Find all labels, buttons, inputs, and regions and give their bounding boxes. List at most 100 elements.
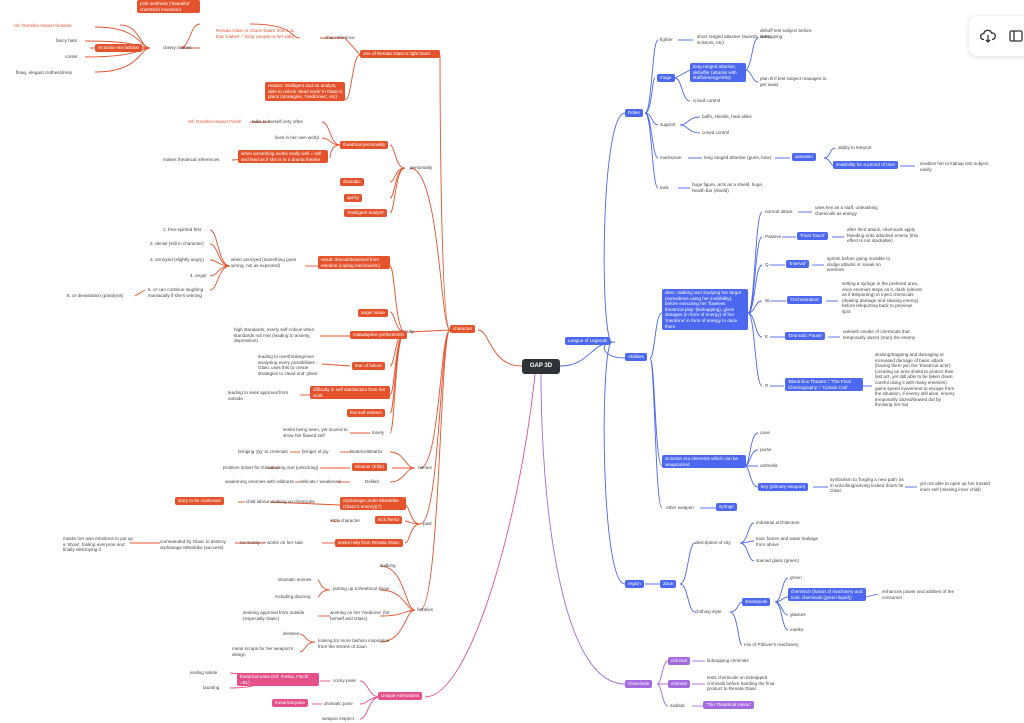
node-marksman-note[interactable]: long ranged attacker (guns, bow)	[704, 155, 772, 160]
node-stage-3[interactable]: 3. annoyed (slightly angry)	[150, 257, 204, 262]
node-pause-note[interactable]: unleash smoke of chemicals that temporar…	[843, 329, 915, 340]
node-passive[interactable]: Passive	[765, 234, 782, 239]
node-cane[interactable]: cane	[760, 430, 770, 435]
node-problem-solver[interactable]: problem solver for Glasc	[223, 465, 273, 470]
node-league-of-legends[interactable]: League of Legends	[565, 337, 611, 345]
node-symbolism[interactable]: symbolism to 'forging a new path' as in …	[830, 477, 904, 494]
node-stage-4[interactable]: 4. anger	[190, 273, 207, 278]
node-key-weapon[interactable]: key (primary weapon)	[758, 483, 809, 491]
node-stage-5a[interactable]: 5. or can continue laughing maniacally i…	[148, 287, 204, 298]
node-intelligent-analyst[interactable]: 'intelligent analyst'	[344, 209, 387, 217]
node-fear-note[interactable]: leading to overthinking/over analysing e…	[258, 354, 318, 376]
node-victorian-fashion[interactable]: victorian era fashion	[95, 44, 143, 52]
node-metal-scraps[interactable]: metal scraps for her weapon's design	[232, 646, 294, 657]
node-theatrical-personality[interactable]: theatrical personality	[340, 141, 389, 149]
node-kidnap-easily[interactable]: enables her to kidnap test subject easil…	[920, 161, 989, 172]
node-w[interactable]: W	[765, 298, 770, 303]
node-q[interactable]: Q	[765, 262, 769, 267]
node-eleanor[interactable]: Eleanor (Ellie)	[352, 463, 387, 471]
node-anger-issue[interactable]: anger issue	[358, 309, 388, 317]
node-flowy-dress[interactable]: flowy, elegant clothes/dress	[16, 70, 73, 75]
node-maladaptive-note[interactable]: high standards, overly self-critical whe…	[234, 327, 315, 344]
node-theatrical-pose[interactable]: theatrical pose	[272, 699, 308, 707]
node-commanded[interactable]: commanded by Glasc to destroy orphanage …	[160, 539, 226, 550]
node-quirky[interactable]: quirky	[344, 194, 363, 202]
node-plan-b[interactable]: plan B if test subject manages to get aw…	[760, 76, 827, 87]
node-past[interactable]: past	[423, 521, 432, 526]
node-theatrical-show[interactable]: putting up a theatrical show	[333, 586, 389, 591]
node-stage-2[interactable]: 2. denial (still in character)	[150, 241, 204, 246]
node-purse[interactable]: purse	[760, 447, 772, 452]
node-support[interactable]: support	[660, 122, 676, 127]
node-sadistic[interactable]: sadistic	[670, 703, 686, 708]
node-masks-emotions[interactable]: masks her own emotions to put up a 'show…	[63, 536, 133, 553]
node-debuff-subject[interactable]: debuff test subject before kidnapping	[760, 28, 812, 39]
node-talks-to-herself[interactable]: talks to herself very often	[252, 119, 304, 124]
node-normal-attack[interactable]: normal attack	[765, 209, 793, 214]
node-dramatic-scenes[interactable]: dramatic scenes	[278, 577, 312, 582]
node-interval-note[interactable]: sprints before going invisible to dodge …	[827, 256, 891, 273]
node-dramatic[interactable]: dramatic	[340, 178, 364, 186]
node-kidnapping[interactable]: kidnapping criminals	[707, 658, 749, 663]
node-cocky-pose[interactable]: cocky pose	[333, 678, 356, 683]
node-theatrical-havoc[interactable]: 'The Theatrical Havoc'	[703, 701, 755, 709]
node-bringer-of-joy[interactable]: bringer of joy	[302, 449, 329, 454]
node-working-medicine[interactable]: working on her 'medicine' (for herself a…	[330, 610, 390, 621]
node-hobbies[interactable]: hobbies	[417, 607, 434, 612]
node-toxic-fumes[interactable]: toxic fumes and water leakage from above	[756, 536, 819, 547]
node-character[interactable]: character	[450, 325, 476, 333]
node-clowchole[interactable]: Clowchole	[625, 680, 653, 688]
node-final-note[interactable]: after third attack, chemicals apply blee…	[847, 227, 919, 244]
node-names[interactable]: names	[418, 465, 432, 470]
node-fischl-ref[interactable]: ref: Genshin Impact Fischl	[188, 119, 242, 124]
node-dramatic-pose[interactable]: dramatic pose	[324, 701, 353, 706]
node-maladaptive[interactable]: maladaptive perfectionist	[350, 331, 407, 339]
node-dresses[interactable]: dresses	[283, 631, 300, 636]
node-seeking-approval[interactable]: seeking approval from outside (especiall…	[243, 610, 305, 621]
node-crowd-control-2[interactable]: crowd control	[702, 130, 730, 135]
node-other-weapon[interactable]: other weapon	[666, 505, 694, 510]
node-mage[interactable]: mage	[657, 74, 675, 82]
node-works-well[interactable]: when something works really well = sell …	[238, 150, 328, 164]
node-fontaine-ref[interactable]: ref: Genshin Impact fontaine	[14, 23, 72, 28]
node-right-hand[interactable]: one of Renata Glasc's right hand	[360, 50, 440, 58]
node-marksman[interactable]: marksman	[660, 155, 682, 160]
node-renata-note[interactable]: Renata Glasc is charm-batim from LoL tha…	[216, 28, 295, 39]
node-fashion-inspiration[interactable]: looking for more fashion inspiration fro…	[318, 638, 390, 649]
node-bringing-joy[interactable]: bringing 'joy' to criminals	[238, 449, 288, 454]
node-orphanage[interactable]: orphanage under Mistoktke (Glasc's enemy…	[340, 497, 406, 511]
node-child-labour[interactable]: child labour working on chemicals	[246, 499, 315, 504]
node-stage-1[interactable]: 1. free-spirited first	[163, 227, 202, 232]
node-fighter-note[interactable]: short ranged attacker (swords, axes, sci…	[697, 34, 772, 45]
node-classy-clothes[interactable]: classy clothes	[163, 45, 192, 50]
node-orchestration[interactable]: 'Orchestration'	[787, 296, 823, 304]
node-e[interactable]: E	[765, 334, 769, 339]
node-char-reference[interactable]: char reference	[325, 35, 355, 40]
node-difficulty[interactable]: difficulty in self satisfaction from her…	[310, 386, 390, 400]
node-glasses[interactable]: glasses	[790, 612, 806, 617]
node-enhances[interactable]: enhances power and abilities of the cons…	[882, 589, 955, 600]
node-low-self-esteem[interactable]: low self-esteem	[347, 409, 385, 417]
node-industrial[interactable]: industrial architecture	[756, 520, 800, 525]
node-theatrical-references[interactable]: makes theatrical references	[163, 157, 220, 162]
node-green[interactable]: green	[790, 575, 802, 580]
node-delilah[interactable]: Delilah	[365, 479, 380, 484]
node-story-continued[interactable]: story to be continued	[175, 497, 224, 505]
node-corset[interactable]: corset	[65, 54, 78, 59]
node-crowd-control[interactable]: crowd control	[693, 98, 721, 103]
node-own-world[interactable]: lives in her own world	[275, 135, 319, 140]
node-criminal[interactable]: criminal	[668, 657, 690, 665]
node-final-touch[interactable]: 'Final Touch'	[797, 232, 829, 240]
node-shining-one[interactable]: shining one (unlocking)	[271, 465, 319, 470]
node-yc-character[interactable]: YC's character	[330, 518, 360, 523]
node-chemtech[interactable]: chemtech (fusion of machinery and toxic …	[788, 588, 866, 602]
node-lonely[interactable]: lonely	[372, 430, 385, 435]
node-buffs[interactable]: buffs, shields, heal allies	[702, 114, 752, 119]
node-fighter[interactable]: fighter	[660, 37, 673, 42]
node-theatrical-pose-ref[interactable]: theatrical pose (ref: Furina, Fischl =BL…	[237, 673, 319, 687]
node-fancy-hats[interactable]: fancy hats	[56, 38, 77, 43]
node-invisibility[interactable]: invisibility for a period of time	[833, 161, 898, 169]
node-normal-note[interactable]: uses key as a staff, unleashing chemical…	[815, 205, 878, 216]
node-stained-glass[interactable]: stained glass (green)	[756, 558, 799, 563]
central-topic[interactable]: GAP 3D	[522, 359, 560, 374]
